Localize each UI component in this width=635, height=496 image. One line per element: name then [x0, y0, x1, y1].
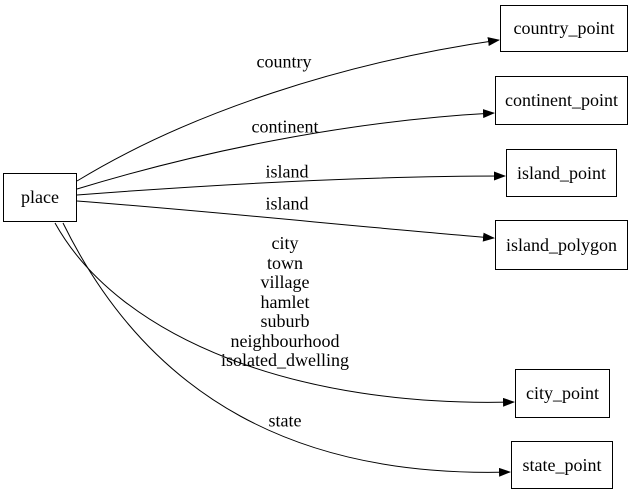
edge-label-state: state	[268, 410, 302, 431]
edge-label-isolated-dwelling: isolated_dwelling	[221, 350, 349, 370]
node-island-polygon-label: island_polygon	[506, 234, 617, 255]
edge-label-town: town	[266, 252, 303, 273]
node-island-point-label: island_point	[517, 162, 606, 183]
node-city-point: city_point	[515, 369, 610, 418]
node-state-point: state_point	[511, 441, 613, 489]
edge-place-to-country-point	[76, 37, 500, 182]
node-continent-point: continent_point	[495, 76, 628, 125]
edge-label-suburb: suburb	[260, 311, 310, 331]
edge-label-neighbourhood: neighbourhood	[230, 330, 340, 351]
edge-label-island-point: island	[265, 161, 309, 182]
edge-label-island-polygon: island	[265, 193, 309, 214]
edge-place-to-island-polygon	[76, 200, 495, 242]
edge-label-hamlet: hamlet	[260, 291, 310, 312]
edge-place-to-state-point	[62, 222, 511, 477]
node-continent-point-label: continent_point	[505, 90, 618, 110]
edge-label-city: city	[271, 233, 299, 253]
node-country-point-label: country_point	[513, 18, 615, 38]
node-country-point: country_point	[500, 5, 628, 52]
edge-label-city-group: city town village hamlet suburb neighbou…	[221, 233, 349, 371]
edge-label-continent: continent	[251, 116, 319, 137]
edge-label-country: country	[256, 51, 312, 72]
edge-place-to-continent-point	[76, 109, 495, 190]
edge-place-to-island-point	[76, 171, 506, 196]
node-island-point: island_point	[506, 149, 617, 197]
node-state-point-label: state_point	[522, 454, 602, 475]
node-city-point-label: city_point	[526, 383, 599, 403]
node-island-polygon: island_polygon	[495, 220, 628, 270]
edge-label-village: village	[260, 272, 310, 292]
node-place-label: place	[21, 187, 59, 207]
node-place: place	[3, 173, 77, 222]
